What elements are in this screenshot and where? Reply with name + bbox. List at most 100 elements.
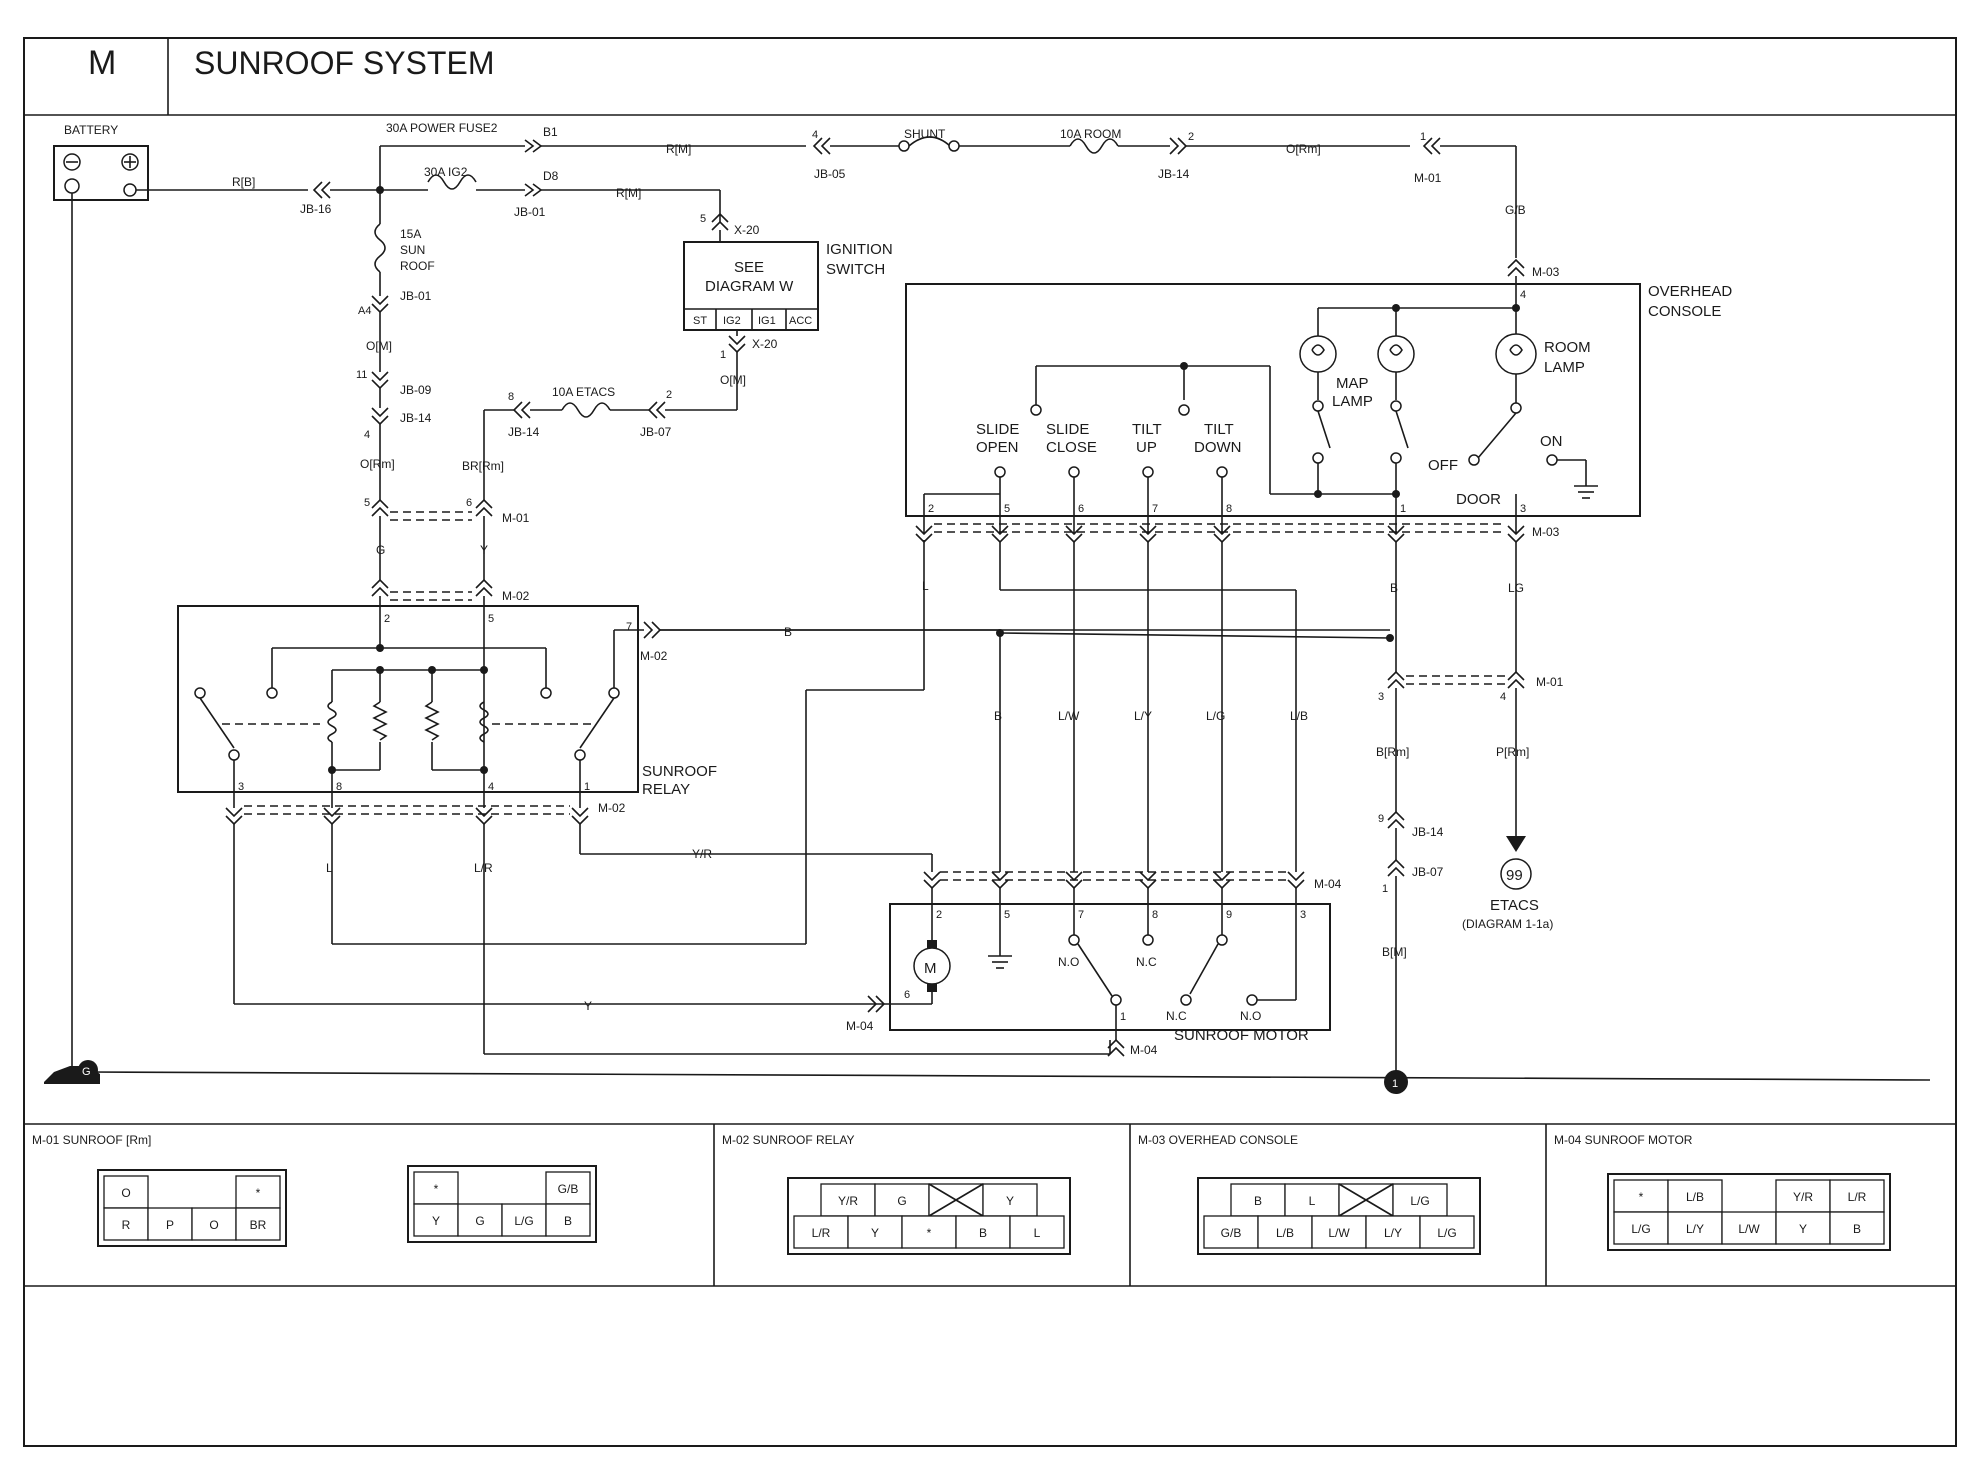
ign-ig1: IG1 [758, 315, 776, 327]
motor-pin-7: 7 [1078, 909, 1084, 921]
m04-cavity [1829, 1211, 1885, 1245]
m04-cavity [1667, 1211, 1723, 1245]
fuse-power2-label: 30A POWER FUSE2 [386, 121, 498, 135]
m04-cavity [1613, 1211, 1669, 1245]
m03-cavity-label: L/Y [1384, 1226, 1402, 1240]
etacs-sub: (DIAGRAM 1-1a) [1462, 917, 1553, 931]
wire-label-gb: G/B [1505, 203, 1526, 217]
m01a-cavity [147, 1207, 193, 1241]
m02-cavity-label: L [1034, 1226, 1041, 1240]
m01b-cavity [457, 1203, 503, 1237]
map-lamp-right [1377, 335, 1415, 373]
m02-cavity-label: Y/R [838, 1194, 858, 1208]
fuse-room-label: 10A ROOM [1060, 127, 1121, 141]
relay-coil-2 [479, 701, 489, 743]
motor-no-1: N.O [1058, 955, 1079, 969]
m03-housing [1197, 1177, 1481, 1255]
m01a-cavity-label: * [256, 1186, 261, 1200]
wire-label-g: G [376, 543, 385, 557]
conn-symbol-m04-pin1 [1107, 1038, 1125, 1057]
m01b-housing [407, 1165, 597, 1243]
motor-no-2: N.O [1240, 1009, 1261, 1023]
m03-cavity [1203, 1215, 1259, 1249]
fuse-sunroof-l1: 15A [400, 227, 421, 241]
battery: BATTERY [53, 123, 149, 201]
wire-label-ly: L/Y [1134, 709, 1152, 723]
shunt-symbol [908, 136, 951, 147]
wire-label-bm: B[M] [1382, 945, 1407, 959]
relay-resistor-2 [424, 701, 440, 741]
m01b-cavity [413, 1203, 459, 1237]
map-lamp-label-2: LAMP [1332, 393, 1373, 410]
pin-6-m01: 6 [466, 497, 472, 509]
m01a-housing [97, 1169, 287, 1247]
conn-m04-b: M-04 [846, 1019, 874, 1033]
sunroof-relay: 2 5 [177, 596, 717, 808]
conn-symbol-jb14-d [1387, 810, 1405, 829]
m01b-cavity-label: Y [432, 1214, 440, 1228]
conn-symbol-b1 [524, 139, 543, 153]
conn-m04-c: M-04 [1130, 1043, 1158, 1057]
conn-jb09: JB-09 [400, 383, 432, 397]
wire-label-lw: L/W [1058, 709, 1080, 723]
m02-cavity-label: Y [1006, 1194, 1014, 1208]
relay-pin-5: 5 [488, 613, 494, 625]
oc-pin-1: 1 [1400, 503, 1406, 515]
conn-symbol-m02-a [371, 578, 389, 597]
conn-symbol-jb14-a [1169, 137, 1188, 155]
conn-m02-b: M-02 [640, 649, 668, 663]
m02-cavity-label: G [897, 1194, 906, 1208]
wire-label-l-2: L [922, 579, 929, 593]
ground-bus [87, 1071, 1931, 1081]
connector-m03-bottom: M-03 [915, 523, 1560, 544]
m04-cavity [1829, 1179, 1885, 1213]
m01b-cavity [501, 1203, 547, 1237]
m03-cavity-label: L/G [1410, 1194, 1429, 1208]
oc-pin-3: 3 [1520, 503, 1526, 515]
tilt-down-label-2: DOWN [1194, 439, 1242, 456]
tilt-up-label-1: TILT [1132, 421, 1162, 438]
see-diagram-line1: SEE [734, 259, 764, 276]
wire-label-lg-2: L/G [1206, 709, 1225, 723]
conn-jb14-a: JB-14 [1158, 167, 1190, 181]
conn-symbol-jb07-b [1387, 858, 1405, 877]
lamp-switch-off: OFF [1428, 457, 1458, 474]
m03-cavity-label: L/G [1437, 1226, 1456, 1240]
m03-cavity [1365, 1215, 1421, 1249]
relay-label-2: RELAY [642, 781, 690, 798]
pin-4-jb05: 4 [812, 129, 818, 141]
m03-title: M-03 OVERHEAD CONSOLE [1138, 1133, 1298, 1147]
pin-8-jb14: 8 [508, 391, 514, 403]
oc-pin-2: 2 [928, 503, 934, 515]
conn-jb01-b: JB-01 [400, 289, 432, 303]
m04-cavity-label: * [1639, 1190, 1644, 1204]
relay-resistor-1 [372, 701, 388, 741]
tilt-up-label-2: UP [1136, 439, 1157, 456]
slide-close-label-1: SLIDE [1046, 421, 1089, 438]
oc-pin-5: 5 [1004, 503, 1010, 515]
fuse-ig2-label: 30A IG2 [424, 165, 468, 179]
conn-jb16: JB-16 [300, 202, 332, 216]
battery-label: BATTERY [64, 123, 118, 137]
m02-cavity-label: * [927, 1226, 932, 1240]
pin-4-m01: 4 [1500, 691, 1506, 703]
conn-jb01-a: JB-01 [514, 205, 546, 219]
conn-m02-c: M-02 [598, 801, 626, 815]
m03-cavity [1419, 1215, 1475, 1249]
conn-symbol-d8 [524, 183, 543, 197]
conn-b1: B1 [543, 125, 558, 139]
m04-cavity-label: L/R [1848, 1190, 1867, 1204]
relay-pin-1: 1 [584, 781, 590, 793]
m01a-cavity-label: O [209, 1218, 218, 1232]
conn-jb07-b: JB-07 [1412, 865, 1444, 879]
wire-label-om-1: O[M] [366, 339, 392, 353]
conn-symbol-a4 [371, 295, 389, 314]
m01b-cavity-label: G [475, 1214, 484, 1228]
wire-label-om-2: O[M] [720, 373, 746, 387]
conn-symbol-m03-a [1507, 258, 1525, 277]
room-lamp [1495, 333, 1537, 375]
wire-label-y-2: Y [584, 999, 592, 1013]
m04-cavity-label: Y/R [1793, 1190, 1813, 1204]
relay-pin-2: 2 [384, 613, 390, 625]
